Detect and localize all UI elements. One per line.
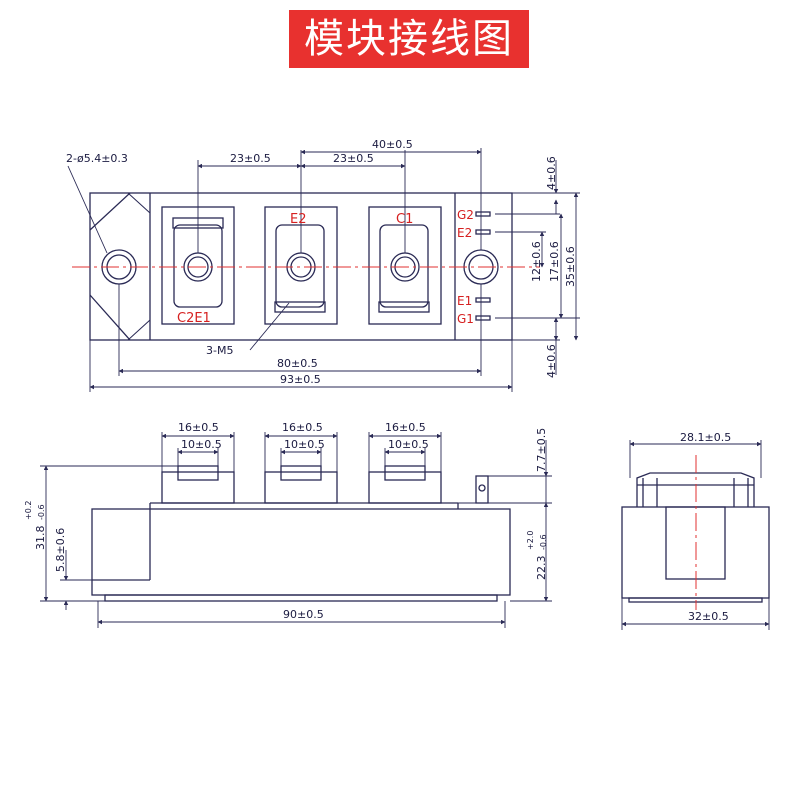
signal-label-g1: G1 xyxy=(457,312,474,326)
dim-22-3-tol-plus: +2.0 xyxy=(526,531,535,550)
dim-31-8-tol-minus: -0.6 xyxy=(37,504,46,520)
front-terminal-block-2 xyxy=(264,471,338,504)
signal-label-e2: E2 xyxy=(457,226,472,240)
page-title: 模块接线图 xyxy=(304,16,514,62)
signal-pin-g1 xyxy=(475,315,491,321)
dim-23-left: 23±0.5 xyxy=(230,152,271,165)
dim-80: 80±0.5 xyxy=(277,357,318,370)
front-terminal-block-3 xyxy=(368,471,442,504)
dim-90: 90±0.5 xyxy=(283,608,324,621)
dim-93: 93±0.5 xyxy=(280,373,321,386)
front-view-body xyxy=(91,508,511,596)
front-signal-tab xyxy=(475,475,489,504)
screw-label: 3-M5 xyxy=(206,344,233,357)
dim-28-1: 28.1±0.5 xyxy=(680,431,731,444)
dim-31-8-tol-plus: +0.2 xyxy=(24,501,33,520)
dim-17: 17±0.6 xyxy=(548,241,561,282)
dim-10-first: 10±0.5 xyxy=(181,438,222,451)
dim-16-second: 16±0.5 xyxy=(282,421,323,434)
dim-5-8: 5.8±0.6 xyxy=(54,528,67,572)
dim-22-3-tol-minus: -0.6 xyxy=(539,534,548,550)
dim-23-right: 23±0.5 xyxy=(333,152,374,165)
dim-32: 32±0.5 xyxy=(688,610,729,623)
front-view xyxy=(91,465,511,602)
terminal-label-c2e1: C2E1 xyxy=(177,311,211,326)
terminal-label-c1: C1 xyxy=(396,212,413,227)
dim-16-first: 16±0.5 xyxy=(178,421,219,434)
dim-10-third: 10±0.5 xyxy=(388,438,429,451)
dim-10-second: 10±0.5 xyxy=(284,438,325,451)
signal-label-e1: E1 xyxy=(457,294,472,308)
signal-pin-g2 xyxy=(475,211,491,217)
dim-35: 35±0.6 xyxy=(564,246,577,287)
title-banner: 模块接线图 xyxy=(289,10,529,68)
dim-4-top: 4±0.6 xyxy=(545,156,558,190)
terminal-label-e2: E2 xyxy=(290,212,307,227)
signal-pin-e2 xyxy=(475,229,491,235)
dim-22-3: 22.3 xyxy=(535,556,548,581)
signal-label-g2: G2 xyxy=(457,208,474,222)
dim-31-8: 31.8 xyxy=(34,526,47,551)
front-terminal-block-1 xyxy=(161,471,235,504)
dim-7-7: 7.7±0.5 xyxy=(535,428,548,472)
signal-pin-e1 xyxy=(475,297,491,303)
hole-diameter-label: 2-ø5.4±0.3 xyxy=(66,152,128,165)
dim-16-third: 16±0.5 xyxy=(385,421,426,434)
dim-40: 40±0.5 xyxy=(372,138,413,151)
dim-4-bottom: 4±0.6 xyxy=(545,344,558,378)
dim-12: 12±0.6 xyxy=(530,241,543,282)
